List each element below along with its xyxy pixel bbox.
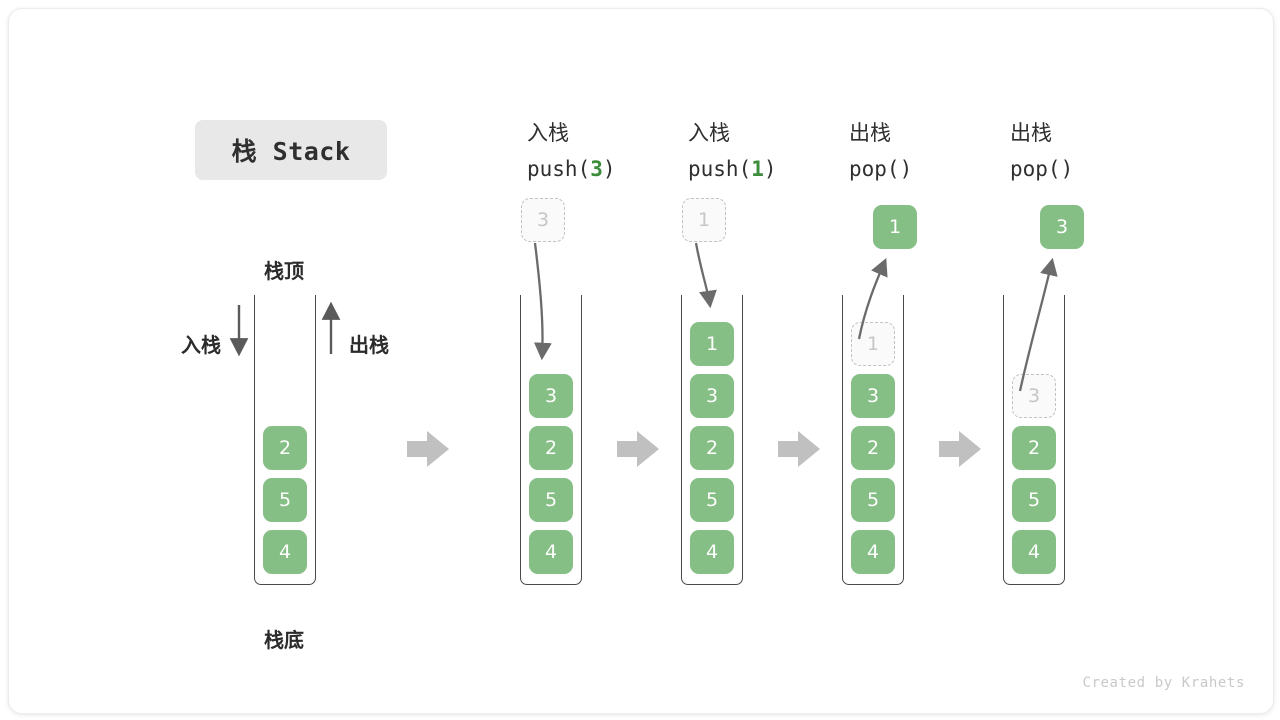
stage-caption-cn: 出栈 xyxy=(849,121,891,145)
stack-frame-initial xyxy=(254,295,316,585)
stack-cell: 4 xyxy=(529,530,573,574)
stack-frame-push-1 xyxy=(681,295,743,585)
stack-cell: 4 xyxy=(1012,530,1056,574)
flow-arrow-icon xyxy=(778,431,820,467)
push-direction-label: 入栈 xyxy=(181,333,221,357)
stack-frame-push-3 xyxy=(520,295,582,585)
code-suffix: ) xyxy=(763,157,777,181)
stack-cell: 5 xyxy=(263,478,307,522)
flow-arrow-icon xyxy=(617,431,659,467)
code-prefix: push( xyxy=(688,157,752,181)
stage-caption-code: pop() xyxy=(1010,151,1073,187)
stack-top-label: 栈顶 xyxy=(264,259,304,283)
stack-frame-pop-1 xyxy=(842,295,904,585)
stack-cell: 3 xyxy=(690,374,734,418)
stack-cell-ghost: 1 xyxy=(851,322,895,366)
stage-caption-cn: 入栈 xyxy=(688,121,730,145)
stack-cell: 5 xyxy=(690,478,734,522)
stack-cell-ghost: 3 xyxy=(1012,374,1056,418)
stack-cell: 4 xyxy=(263,530,307,574)
stack-cell: 2 xyxy=(529,426,573,470)
stack-cell: 1 xyxy=(690,322,734,366)
stack-cell: 5 xyxy=(851,478,895,522)
flow-arrow-icon xyxy=(939,431,981,467)
code-suffix: ) xyxy=(1060,157,1074,181)
stack-cell: 5 xyxy=(1012,478,1056,522)
flow-arrow-icon xyxy=(407,431,449,467)
stage-caption-code: pop() xyxy=(849,151,912,187)
code-prefix: pop( xyxy=(1010,157,1061,181)
floating-element-ghost: 3 xyxy=(521,198,565,242)
stage-caption-cn: 入栈 xyxy=(527,121,569,145)
diagram-title-chip: 栈 Stack xyxy=(195,120,387,180)
stack-cell: 3 xyxy=(851,374,895,418)
stack-cell: 2 xyxy=(851,426,895,470)
floating-element-ghost: 1 xyxy=(682,198,726,242)
stage-caption-push-1: 入栈 push(1) xyxy=(688,115,777,187)
popped-element: 1 xyxy=(873,205,917,249)
code-argument: 1 xyxy=(751,157,764,181)
stage-caption-push-3: 入栈 push(3) xyxy=(527,115,616,187)
footer-credit: Created by Krahets xyxy=(1082,675,1245,691)
stack-bottom-label: 栈底 xyxy=(264,628,304,652)
stack-cell: 3 xyxy=(529,374,573,418)
popped-element: 3 xyxy=(1040,205,1084,249)
stage-caption-pop-3: 出栈 pop() xyxy=(1010,115,1073,187)
code-suffix: ) xyxy=(899,157,913,181)
stack-cell: 5 xyxy=(529,478,573,522)
stage-caption-code: push(1) xyxy=(688,151,777,187)
stage-caption-code: push(3) xyxy=(527,151,616,187)
page-title: 栈 Stack xyxy=(231,137,351,166)
arrow-overlay xyxy=(229,242,1058,467)
stage-caption-pop-1: 出栈 pop() xyxy=(849,115,912,187)
stage-caption-cn: 出栈 xyxy=(1010,121,1052,145)
code-prefix: pop( xyxy=(849,157,900,181)
stack-cell: 4 xyxy=(690,530,734,574)
stack-frame-pop-3 xyxy=(1003,295,1065,585)
stack-cell: 4 xyxy=(851,530,895,574)
stack-cell: 2 xyxy=(1012,426,1056,470)
code-suffix: ) xyxy=(602,157,616,181)
pop-direction-label: 出栈 xyxy=(349,333,389,357)
stack-cell: 2 xyxy=(690,426,734,470)
diagram-canvas: 栈 Stack 栈顶 栈底 入栈 出栈 入栈 push(3) 入栈 push(1… xyxy=(8,8,1274,714)
stack-cell: 2 xyxy=(263,426,307,470)
code-argument: 3 xyxy=(590,157,603,181)
code-prefix: push( xyxy=(527,157,591,181)
